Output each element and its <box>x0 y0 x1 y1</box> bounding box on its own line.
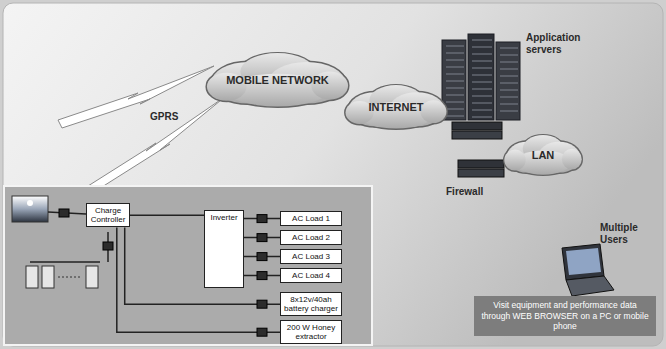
node-text: AC Load 3 <box>284 252 338 261</box>
node-text: Visit equipment and performance data thr… <box>480 300 650 332</box>
server-slot <box>472 40 492 41</box>
meter-symbol <box>257 234 267 242</box>
cloud-node: MOBILE NETWORK <box>205 52 350 108</box>
meter-symbol <box>257 215 267 223</box>
node-text: Inverter <box>210 213 237 222</box>
server-slot <box>472 68 492 69</box>
server-slot <box>472 89 492 90</box>
node-text: Charge Controller <box>90 206 126 224</box>
load-box: 8x12v/40ah battery charger <box>280 292 342 316</box>
meter-symbol <box>257 328 267 336</box>
server-slot <box>446 53 464 54</box>
info-box: Visit equipment and performance data thr… <box>474 296 656 336</box>
application-servers <box>442 34 520 120</box>
inverter-box: Inverter <box>204 210 244 288</box>
controller-box: Charge Controller <box>86 203 130 227</box>
diagram-label: Firewall <box>446 186 506 198</box>
server-slot <box>500 97 518 98</box>
server-slot <box>472 96 492 97</box>
server-slot <box>472 47 492 48</box>
node-text: LAN <box>532 149 555 161</box>
server-slot <box>472 117 492 118</box>
server-slot <box>500 55 518 56</box>
server-slot <box>500 90 518 91</box>
lightning-bolt <box>88 96 226 192</box>
cloud-node: LAN <box>503 134 583 176</box>
background-panel <box>3 3 663 346</box>
server-slot <box>446 81 464 82</box>
diagram-label: GPRS <box>150 111 190 123</box>
server-slot <box>500 69 518 70</box>
wire <box>30 261 100 263</box>
node-text: 8x12v/40ah battery charger <box>284 295 338 313</box>
node-text: AC Load 2 <box>284 233 338 242</box>
node-text: MOBILE NETWORK <box>226 74 329 86</box>
cloud-fill <box>562 149 582 170</box>
server-slot <box>500 104 518 105</box>
node-text: AC Load 4 <box>284 271 338 280</box>
load-box: AC Load 1 <box>280 211 342 226</box>
cloud-node: INTERNET <box>344 84 448 130</box>
firewall-device <box>452 122 504 177</box>
server-slot <box>500 62 518 63</box>
server-slot <box>472 103 492 104</box>
wire-connector <box>130 214 204 216</box>
server-slot <box>472 110 492 111</box>
load-box: 200 W Honey extractor <box>280 320 342 344</box>
solar-panel <box>12 196 48 222</box>
wire-connector <box>117 227 280 332</box>
server-slot <box>446 46 464 47</box>
node-text: 200 W Honey extractor <box>284 323 338 341</box>
server-slot <box>446 88 464 89</box>
server-slot <box>446 116 464 117</box>
load-box: AC Load 3 <box>280 249 342 264</box>
cloud-fill <box>420 100 446 123</box>
meter-symbol <box>257 300 267 308</box>
load-box: AC Load 2 <box>280 230 342 245</box>
node-text: AC Load 1 <box>284 214 338 223</box>
laptop <box>562 244 614 296</box>
server-slot <box>446 109 464 110</box>
server-slot <box>446 102 464 103</box>
server-slot <box>500 83 518 84</box>
server-slot <box>446 67 464 68</box>
battery-bank <box>26 266 98 288</box>
meter-symbol <box>103 242 113 250</box>
cloud-fill <box>504 150 525 171</box>
meter-symbol <box>257 272 267 280</box>
meter-symbol <box>59 209 69 217</box>
diagram-label: Application servers <box>526 32 596 55</box>
server-slot <box>500 111 518 112</box>
server-slot <box>500 48 518 49</box>
server-slot <box>472 54 492 55</box>
load-box: AC Load 4 <box>280 268 342 283</box>
meter-symbol <box>257 253 267 261</box>
inset-panel <box>4 186 372 345</box>
server-slot <box>446 60 464 61</box>
server-slot <box>446 95 464 96</box>
diagram-label: Multiple Users <box>600 222 650 245</box>
server-slot <box>472 75 492 76</box>
wire-connector <box>125 227 280 304</box>
node-text: INTERNET <box>369 101 424 113</box>
server-slot <box>446 74 464 75</box>
lightning-bolt <box>58 66 214 128</box>
server-slot <box>500 76 518 77</box>
server-slot <box>472 61 492 62</box>
server-slot <box>472 82 492 83</box>
